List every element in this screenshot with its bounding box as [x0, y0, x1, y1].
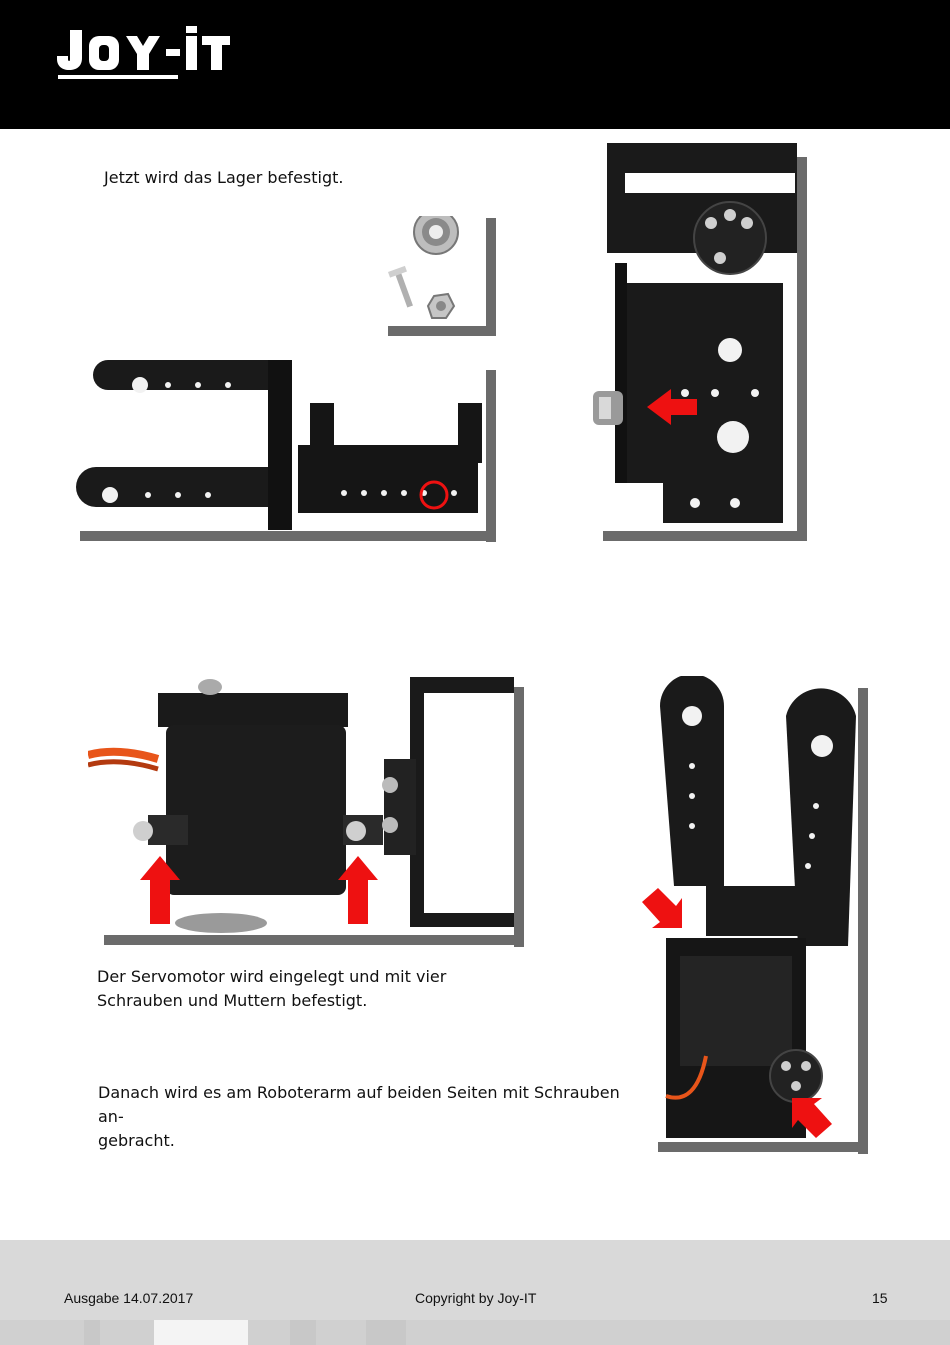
- caption-servo-line-1: Der Servomotor wird eingelegt und mit vi…: [97, 967, 447, 986]
- caption-servo-line-2: Schrauben und Muttern befestigt.: [97, 991, 368, 1010]
- caption-arm-line-1: Danach wird es am Roboterarm auf beiden …: [98, 1083, 620, 1126]
- photo-servo-inserted: [88, 675, 528, 950]
- joy-it-logo: [57, 26, 230, 79]
- page-header: [0, 0, 950, 129]
- footer-edition: Ausgabe 14.07.2017: [64, 1290, 194, 1306]
- photo-u-bracket: [68, 355, 500, 545]
- caption-servo: Der Servomotor wird eingelegt und mit vi…: [97, 965, 527, 1013]
- photo-bearing-parts: [388, 216, 498, 338]
- caption-arm: Danach wird es am Roboterarm auf beiden …: [98, 1081, 643, 1153]
- footer-decoration: [0, 1320, 950, 1345]
- photo-arm-mounted: [636, 676, 872, 1156]
- photo-bearing-mounted: [585, 143, 811, 543]
- footer-copyright: Copyright by Joy-IT: [415, 1290, 537, 1306]
- footer-page-number: 15: [872, 1290, 888, 1306]
- page-footer: Ausgabe 14.07.2017 Copyright by Joy-IT 1…: [0, 1240, 950, 1345]
- caption-arm-line-2: gebracht.: [98, 1131, 175, 1150]
- caption-bearing: Jetzt wird das Lager befestigt.: [104, 168, 344, 187]
